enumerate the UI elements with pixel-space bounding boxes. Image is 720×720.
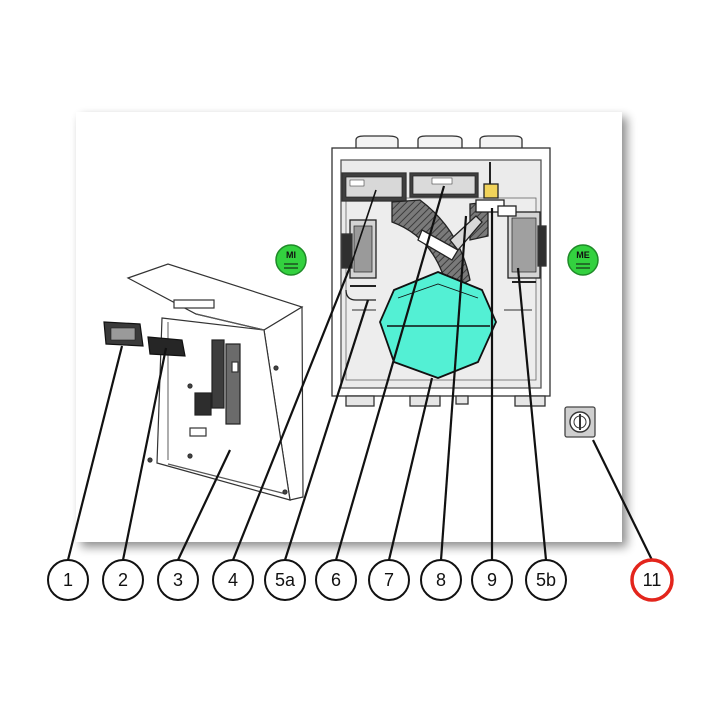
callout-label: 5b (536, 570, 556, 590)
leader-line-6 (334, 185, 446, 561)
callout-label: 11 (643, 570, 662, 590)
leader-line-5b (516, 267, 548, 561)
callout-5b: 5b (525, 559, 567, 601)
callout-label: 3 (173, 570, 183, 590)
badge-me: ME (567, 244, 599, 276)
callout-11: 11 (630, 558, 674, 602)
leader-lines (66, 185, 653, 561)
front-cover-assembly (103, 263, 304, 501)
leader-line-4 (231, 261, 354, 561)
callout-label: 1 (63, 570, 73, 590)
badge-me-label: ME (576, 250, 590, 260)
callout-5a: 5a (264, 559, 306, 601)
leader-line-1 (66, 345, 124, 561)
callout-8: 8 (420, 559, 462, 601)
leader-line-5a (283, 299, 370, 561)
callout-label: 4 (228, 570, 238, 590)
leader-line-7 (387, 377, 434, 561)
fan-5b (497, 205, 547, 283)
callout-label: 2 (118, 570, 128, 590)
callout-1: 1 (47, 559, 89, 601)
filter-2 (147, 336, 186, 357)
callout-9: 9 (471, 559, 513, 601)
callout-label: 5a (275, 570, 296, 590)
callout-3: 3 (157, 559, 199, 601)
callout-label: 8 (436, 570, 446, 590)
callout-2: 2 (102, 559, 144, 601)
rotary-switch-icon (564, 406, 596, 438)
callout-6: 6 (315, 559, 357, 601)
badge-mi-label: MI (286, 250, 296, 260)
fan-5a (341, 219, 377, 301)
leader-line-11 (592, 439, 653, 561)
callout-7: 7 (368, 559, 410, 601)
leader-line-3 (177, 449, 231, 561)
leader-line-2 (121, 347, 168, 561)
heat-exchanger (379, 271, 497, 379)
callout-4: 4 (212, 559, 254, 601)
callout-label: 6 (331, 570, 341, 590)
callout-label: 7 (384, 570, 394, 590)
leader-line-8 (439, 215, 468, 561)
callout-label: 9 (487, 570, 497, 590)
sensor-9 (483, 183, 499, 199)
badge-mi: MI (275, 244, 307, 276)
